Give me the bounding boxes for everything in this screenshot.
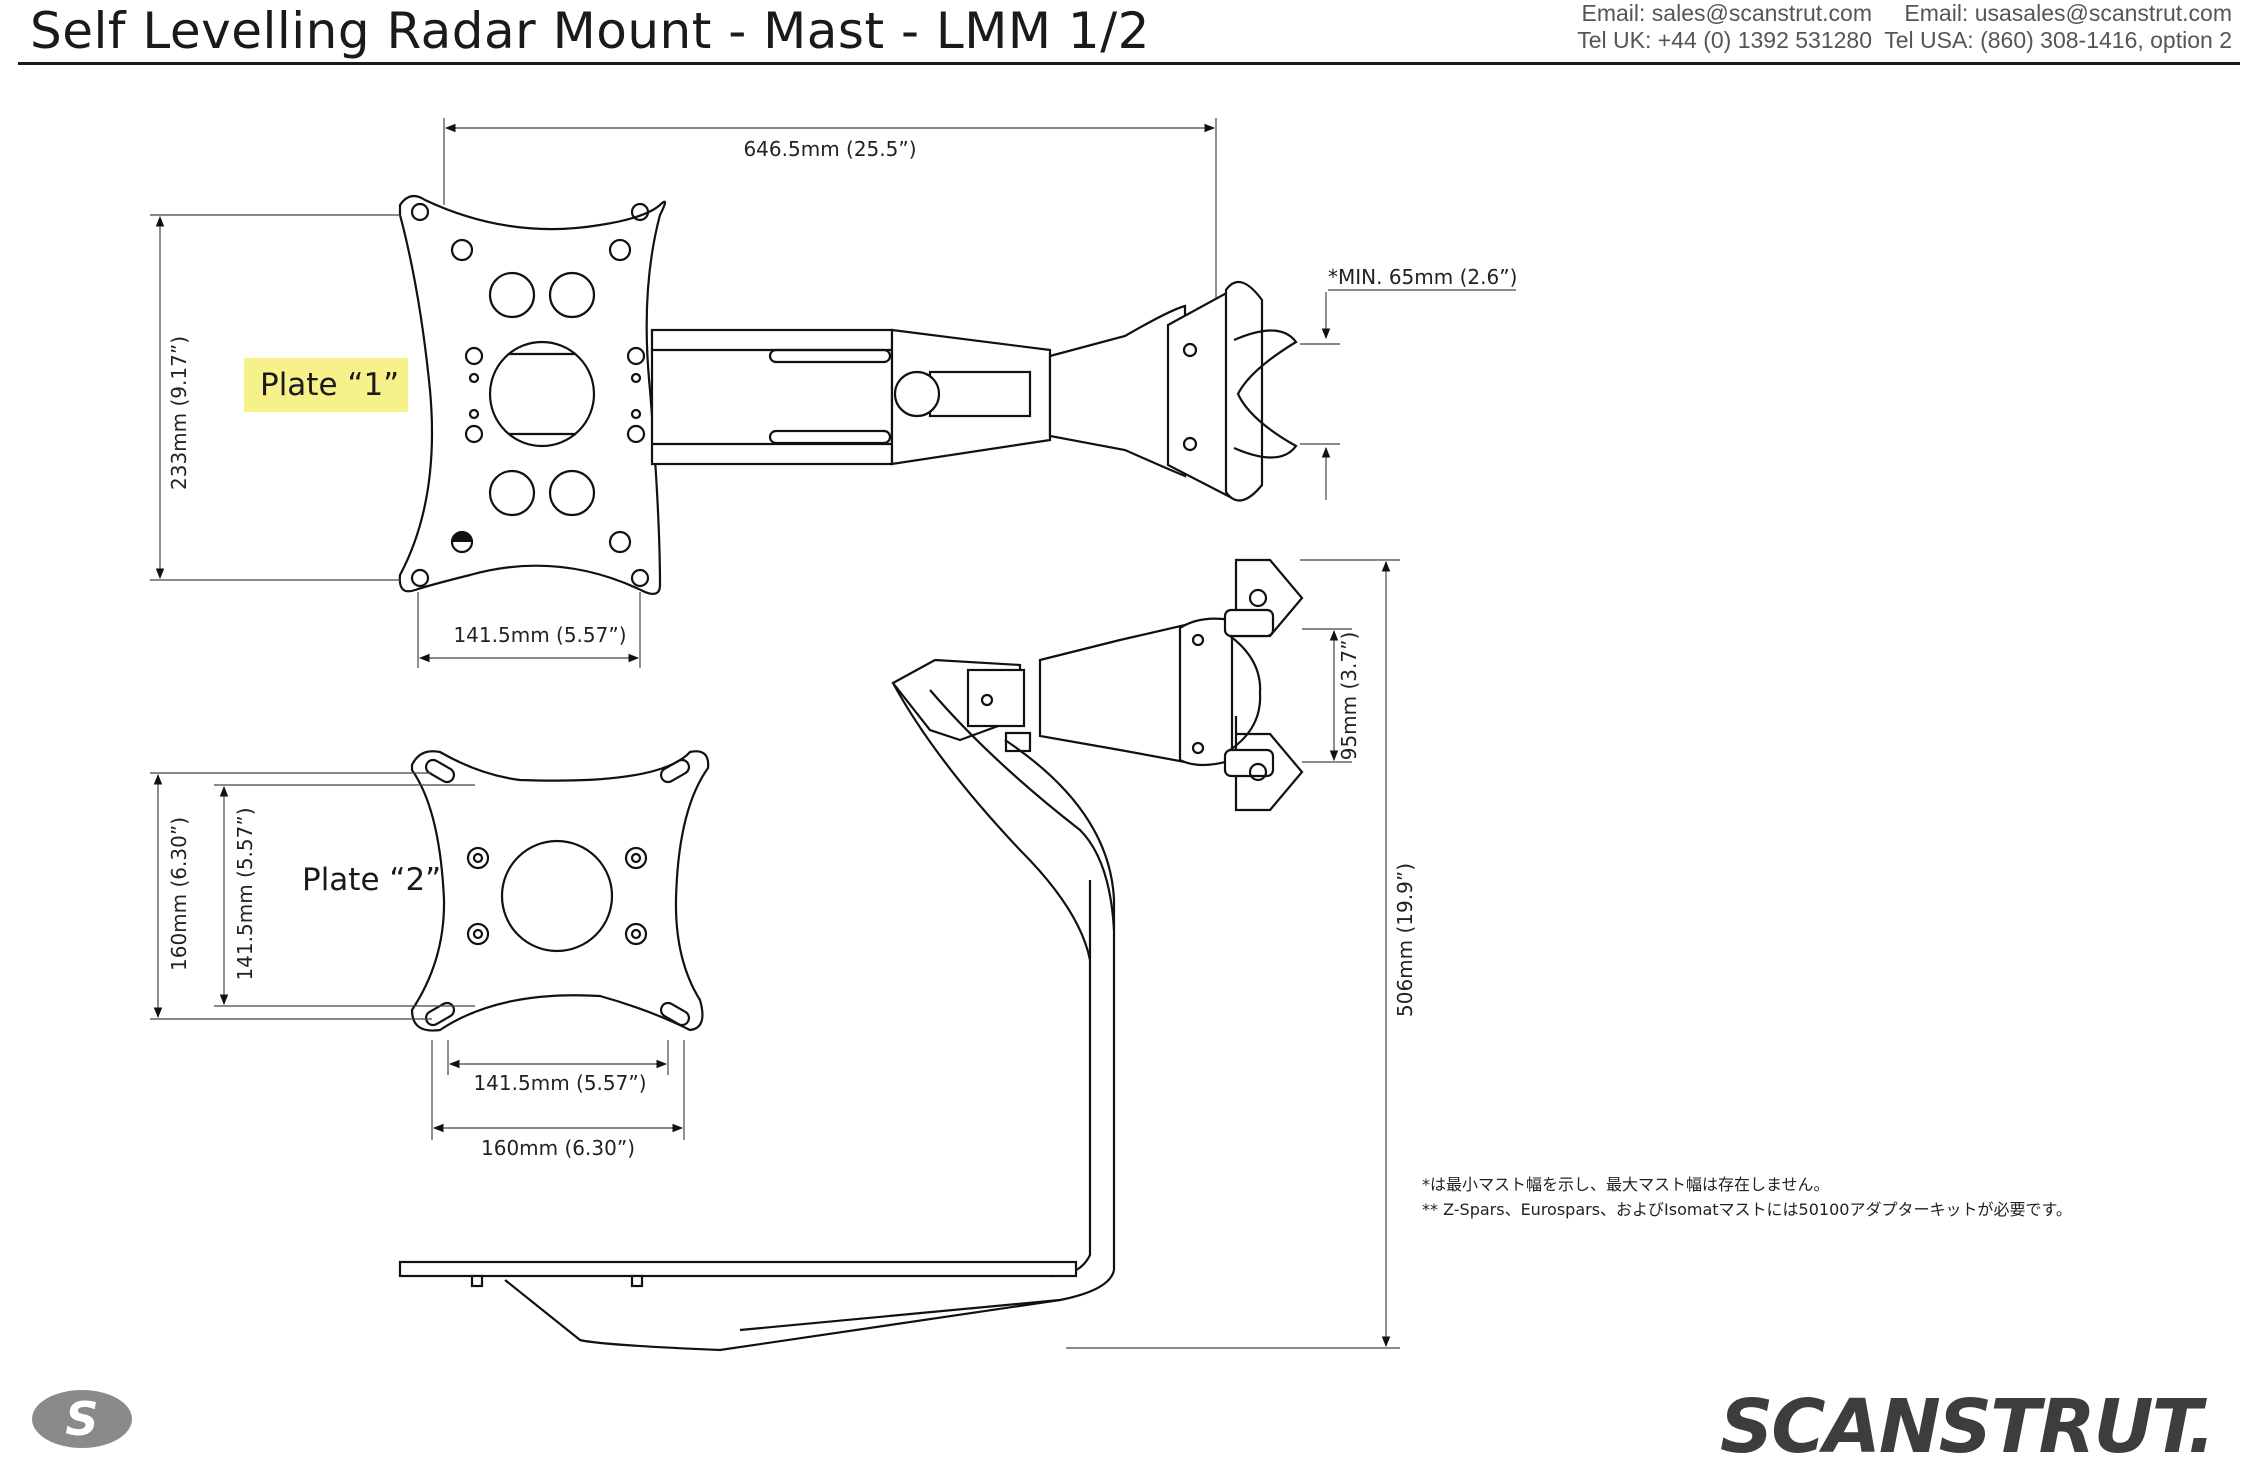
uk-email: Email: sales@scanstrut.com bbox=[1581, 0, 1873, 26]
side-view-drawing bbox=[398, 558, 1304, 1352]
plate2-height-dimension bbox=[150, 772, 475, 1020]
uk-phone: Tel UK: +44 (0) 1392 531280 bbox=[1577, 27, 1872, 53]
us-email: Email: usasales@scanstrut.com bbox=[1904, 0, 2232, 26]
plate1-label: Plate “1” bbox=[244, 358, 408, 412]
plate1-drawing bbox=[398, 194, 667, 595]
min-mast-dimension bbox=[1300, 289, 1516, 500]
clamp-spacing-label: 95mm (3.7”) bbox=[1337, 632, 1361, 761]
clamp-spacing-dimension bbox=[1302, 628, 1352, 763]
plate2-width-dimension bbox=[431, 1040, 685, 1140]
overall-height-label: 506mm (19.9”) bbox=[1393, 863, 1417, 1017]
overall-height-dimension bbox=[1066, 559, 1400, 1349]
plate1-height-dimension bbox=[150, 214, 400, 581]
us-contact: Email: usasales@scanstrut.com Tel USA: (… bbox=[1884, 0, 2232, 54]
footnote-1: *は最小マスト幅を示し、最大マスト幅は存在しません。 bbox=[1422, 1175, 1830, 1194]
plate1-spacing-label: 141.5mm (5.57”) bbox=[453, 623, 626, 647]
footnote-2: ** Z-Spars、Eurospars、およびIsomatマストには50100… bbox=[1422, 1200, 2072, 1219]
plate1-height-label: 233mm (9.17”) bbox=[167, 336, 191, 490]
logo-letter: S bbox=[65, 1392, 98, 1446]
plate1-spacing-dimension bbox=[417, 592, 641, 668]
scanstrut-s-logo-icon: S bbox=[32, 1390, 132, 1448]
plate2-horizontal-spacing-label: 141.5mm (5.57”) bbox=[473, 1071, 646, 1095]
min-mast-label: *MIN. 65mm (2.6”) bbox=[1328, 265, 1517, 289]
scanstrut-wordmark: SCANSTRUT. bbox=[1720, 1384, 2216, 1470]
overall-width-dimension bbox=[443, 118, 1217, 305]
header-divider bbox=[18, 62, 2240, 65]
footnotes: *は最小マスト幅を示し、最大マスト幅は存在しません。 ** Z-Spars、Eu… bbox=[1422, 1172, 2072, 1222]
page-title: Self Levelling Radar Mount - Mast - LMM … bbox=[30, 2, 1150, 60]
plate2-height-label: 160mm (6.30”) bbox=[167, 817, 191, 971]
us-phone: Tel USA: (860) 308-1416, option 2 bbox=[1884, 27, 2232, 53]
plate2-label: Plate “2” bbox=[302, 862, 442, 898]
plate2-vertical-spacing-label: 141.5mm (5.57”) bbox=[233, 807, 257, 980]
overall-width-label: 646.5mm (25.5”) bbox=[743, 137, 916, 161]
plate2-drawing bbox=[410, 750, 710, 1032]
uk-contact: Email: sales@scanstrut.com Tel UK: +44 (… bbox=[1577, 0, 1872, 54]
arm-top-view bbox=[650, 280, 1298, 502]
plate2-width-label: 160mm (6.30”) bbox=[481, 1136, 635, 1160]
